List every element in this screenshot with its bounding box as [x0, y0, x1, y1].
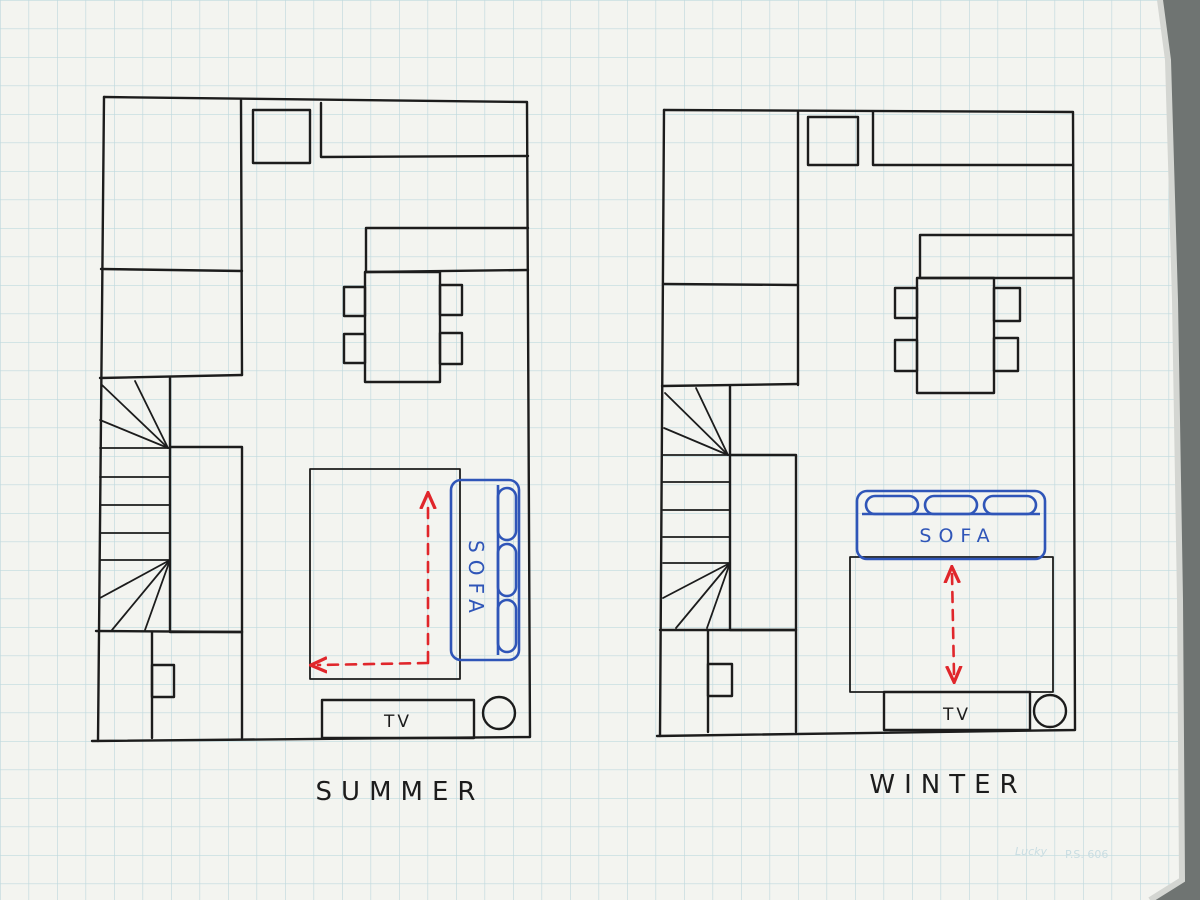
- summer-arrow-left: [318, 663, 430, 665]
- summer-dining-table: [363, 270, 442, 384]
- summer-plant: [481, 695, 517, 731]
- summer-tv-label: TV: [383, 712, 412, 732]
- winter-chair: [893, 338, 919, 373]
- winter-plant: [1032, 693, 1068, 729]
- winter-counter: [871, 110, 1075, 167]
- winter-caption: WINTER: [869, 770, 1026, 800]
- winter-tv-stand: [882, 690, 1032, 732]
- summer-chair: [438, 331, 464, 366]
- summer-left-wall: [96, 95, 106, 743]
- winter-chair: [992, 286, 1022, 323]
- summer-sofa-label: SOFA: [464, 540, 488, 620]
- winter-chair: [992, 336, 1020, 373]
- winter-left-wall: [658, 108, 666, 738]
- winter-outer-wall: [655, 108, 1077, 738]
- summer-counter: [319, 101, 530, 159]
- summer-outer-wall: [90, 95, 532, 743]
- summer-rug: [309, 468, 461, 680]
- summer-tv-stand: [320, 698, 476, 740]
- summer-caption: SUMMER: [316, 777, 485, 807]
- winter-sofa-label: SOFA: [919, 525, 996, 547]
- winter-staircase: [662, 387, 731, 629]
- summer-plan: [90, 95, 532, 743]
- summer-chair: [342, 285, 367, 318]
- summer-room-divider: [99, 267, 244, 273]
- paper-edge: [1148, 0, 1186, 900]
- summer-chair: [438, 283, 464, 317]
- winter-small-fixture: [706, 662, 734, 698]
- summer-room-divider: [239, 98, 244, 377]
- winter-fridge: [806, 115, 860, 167]
- summer-arrows: [318, 500, 428, 665]
- winter-arrows: [952, 574, 954, 675]
- summer-fridge: [251, 108, 312, 165]
- winter-arrow-vertical: [952, 574, 954, 675]
- winter-dining-table: [915, 276, 996, 395]
- summer-stair-wall: [94, 629, 244, 634]
- winter-room-divider: [661, 282, 800, 287]
- summer-small-fixture: [150, 663, 176, 699]
- paper-brand: Lucky: [1015, 845, 1048, 858]
- winter-plan: [655, 108, 1077, 738]
- winter-tv-label: TV: [942, 705, 971, 725]
- summer-sofa: [449, 478, 521, 662]
- paper-code: P.S. 606: [1065, 848, 1108, 861]
- winter-chair: [893, 286, 919, 320]
- summer-staircase: [99, 380, 171, 631]
- winter-sofa: [855, 489, 1047, 561]
- summer-chair: [342, 332, 367, 365]
- summer-room-divider: [98, 373, 244, 380]
